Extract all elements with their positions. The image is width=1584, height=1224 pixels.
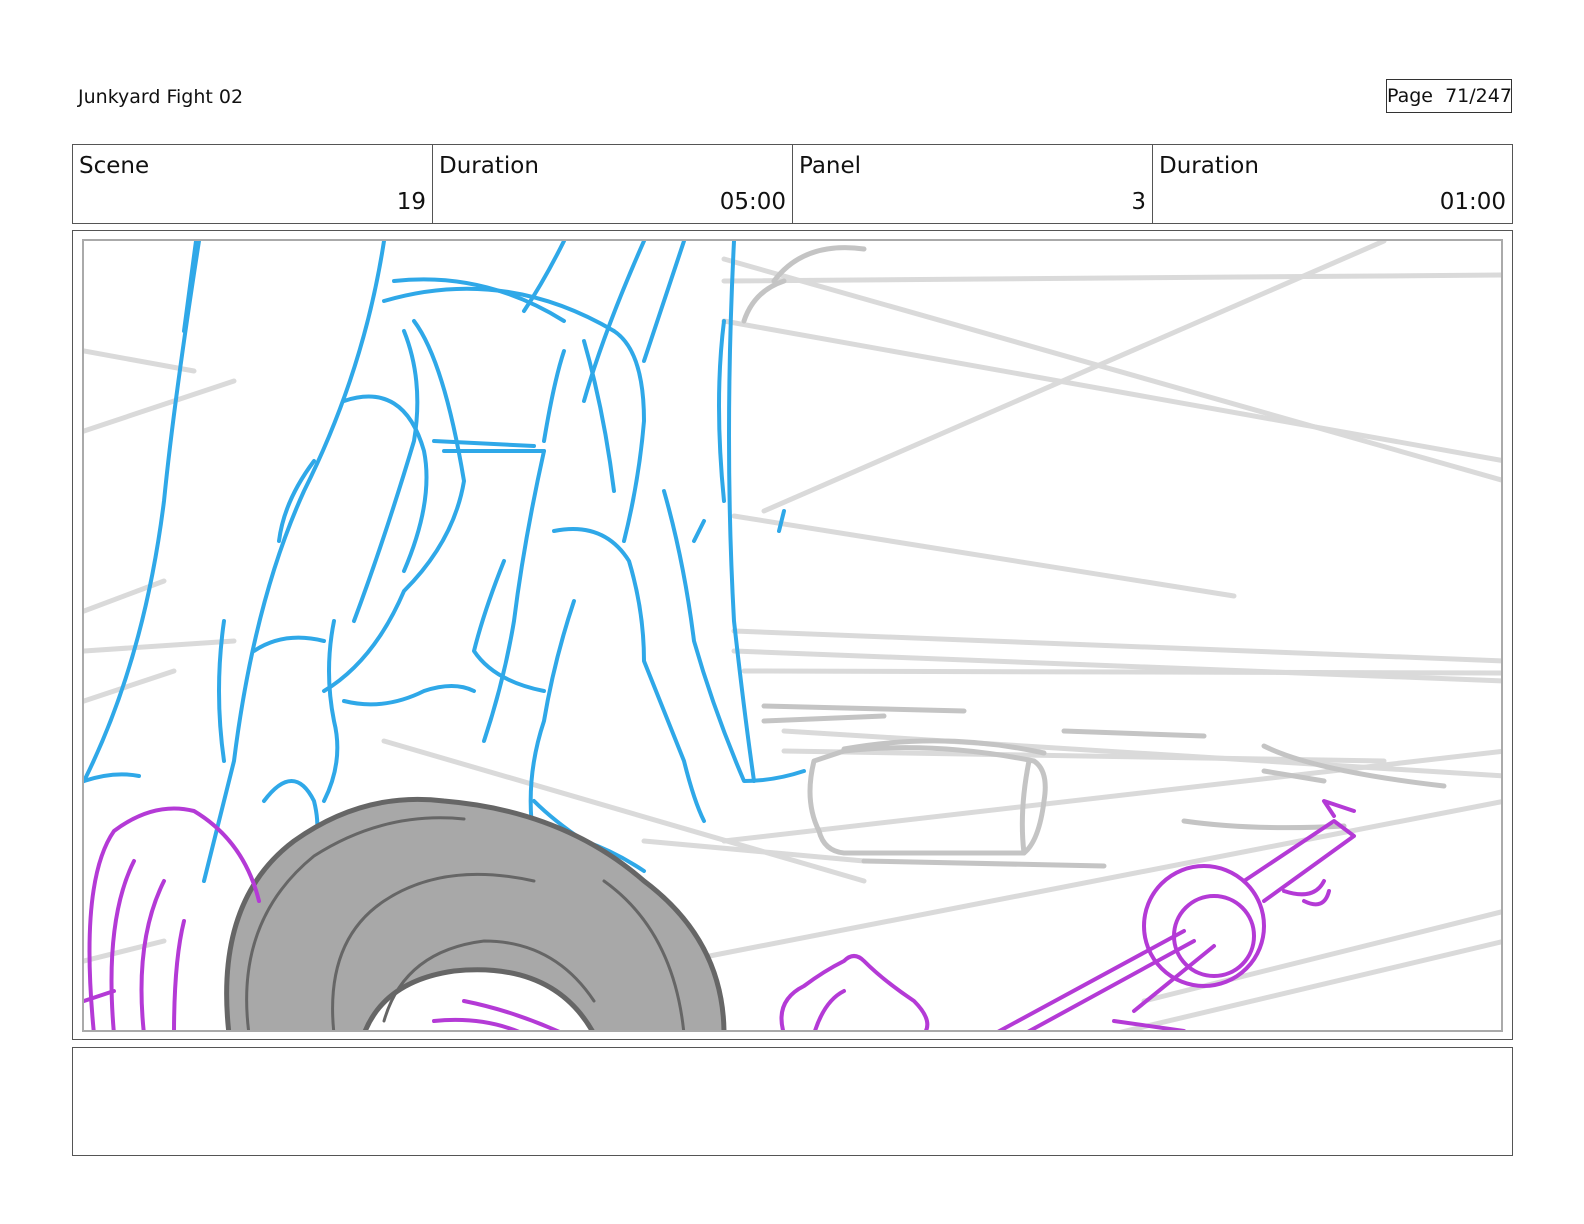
scene-duration-value: 05:00 [719, 189, 786, 215]
panel-info-table: Scene 19 Duration 05:00 Panel 3 Duration… [72, 144, 1513, 224]
panel-notes-box[interactable] [72, 1047, 1513, 1156]
foreground-objects [84, 799, 1356, 1030]
scene-label: Scene [79, 153, 150, 179]
scene-duration-label: Duration [439, 153, 539, 179]
tire [224, 796, 727, 1030]
storyboard-drawing [82, 239, 1503, 1032]
scene-duration-cell: Duration 05:00 [433, 145, 793, 223]
panel-value: 3 [1131, 189, 1146, 215]
scene-cell: Scene 19 [73, 145, 433, 223]
sketch-canvas [84, 241, 1501, 1030]
panel-duration-label: Duration [1159, 153, 1259, 179]
page-number: 71/247 [1445, 85, 1512, 107]
scene-value: 19 [396, 189, 426, 215]
storyboard-panel-frame [72, 230, 1513, 1040]
panel-cell: Panel 3 [793, 145, 1153, 223]
panel-label: Panel [799, 153, 862, 179]
page-indicator: Page 71/247 [1386, 79, 1512, 113]
background-junk [741, 245, 1447, 869]
page-label: Page [1387, 85, 1433, 107]
panel-duration-value: 01:00 [1439, 189, 1506, 215]
character-legs [84, 241, 806, 883]
storyboard-title: Junkyard Fight 02 [78, 86, 244, 108]
background-lines [84, 241, 1501, 1030]
panel-duration-cell: Duration 01:00 [1153, 145, 1512, 223]
